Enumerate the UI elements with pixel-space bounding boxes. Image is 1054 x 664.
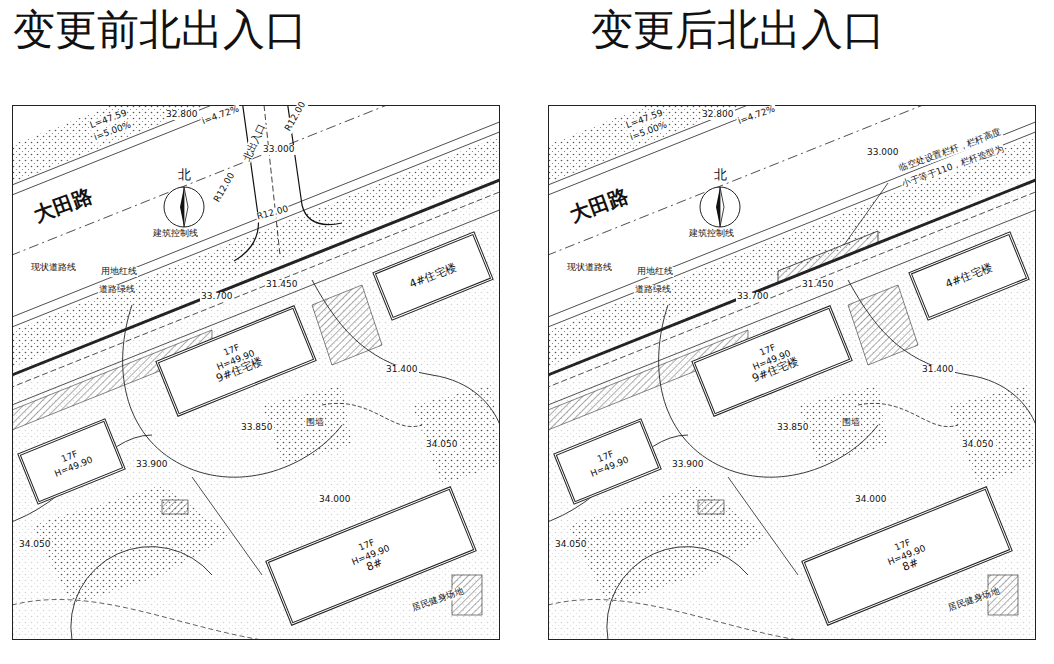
plan-annotation: 31.450 <box>265 280 299 290</box>
plan-annotation: 围墙 <box>841 418 861 428</box>
plan-annotation: 道路绿线 <box>98 285 136 295</box>
building-outline: 17FH=49.90 <box>17 418 126 505</box>
plan-annotation: 33.700 <box>200 292 234 302</box>
plan-annotation: 临空处设置栏杆，栏杆高度 <box>897 127 1004 174</box>
building-data: H=49.90 <box>350 543 391 568</box>
entrance-road <box>234 105 342 261</box>
plan-annotation: 33.700 <box>736 292 770 302</box>
plan-annotation: 33.900 <box>671 460 705 470</box>
plan-annotation: 居民健身场地 <box>946 586 1002 614</box>
plan-annotation: 道路绿线 <box>634 285 672 295</box>
building-outline: 4#住宅楼 <box>908 231 1029 320</box>
road-name: 大田路 <box>30 184 96 226</box>
plan-annotation: i=5.00% <box>628 120 670 143</box>
plan-panel: 变更后北出入口北17FH=49.909#住宅楼4#住宅楼17FH=49.9017… <box>548 105 1036 640</box>
plan-annotation: 现状道路线 <box>566 263 613 273</box>
plan-annotation: 34.000 <box>854 495 888 505</box>
plan-annotation: R12.00 <box>255 204 290 222</box>
building-outline: 17FH=49.909#住宅楼 <box>155 305 317 417</box>
building-outline: 17FH=49.90 <box>553 418 662 505</box>
building-name: 4#住宅楼 <box>944 261 994 291</box>
plan-annotation: 34.000 <box>318 495 352 505</box>
building-name: 8# <box>365 557 385 575</box>
road-name: 大田路 <box>566 184 632 226</box>
north-arrow: 北 <box>159 167 209 229</box>
plan-annotation: 用地红线 <box>636 267 674 277</box>
plan-annotation: 32.800 <box>701 110 735 120</box>
north-label: 北 <box>695 167 745 183</box>
building-data: 17F <box>59 448 78 464</box>
building-name: 4#住宅楼 <box>408 261 458 291</box>
building-outline: 17FH=49.908# <box>265 486 477 626</box>
leader-line <box>844 183 888 245</box>
plan-annotation: 31.400 <box>921 365 955 375</box>
plan-annotation: 33.000 <box>866 148 900 158</box>
building-data: H=49.90 <box>215 348 256 373</box>
plan-annotation: R12.00 <box>283 100 309 134</box>
plan-annotation: 33.900 <box>135 460 169 470</box>
plan-annotation: 现状道路线 <box>30 263 77 273</box>
panel-title: 变更后北出入口 <box>591 6 885 54</box>
plan-annotation: 31.450 <box>801 280 835 290</box>
building-data: H=49.90 <box>52 453 93 478</box>
plan-annotation: 34.050 <box>961 440 995 450</box>
compass-symbol <box>695 185 745 229</box>
plan-annotation: 32.800 <box>165 110 199 120</box>
plan-annotation: i=5.00% <box>92 120 134 143</box>
building-name: 9#住宅楼 <box>215 356 265 386</box>
panel-drawing <box>548 105 1036 640</box>
plan-annotation: 33.850 <box>776 423 810 433</box>
plan-annotation: 33.000 <box>262 145 296 155</box>
panel-drawing <box>12 105 500 640</box>
plan-annotation: 33.850 <box>240 423 274 433</box>
plan-annotation: 北出入口 <box>240 121 268 164</box>
plan-annotation: 31.400 <box>385 365 419 375</box>
building-data: 17F <box>758 342 777 358</box>
plan-annotation: 用地红线 <box>100 267 138 277</box>
plan-annotation: 建筑控制线 <box>688 229 735 239</box>
plan-annotation: 居民健身场地 <box>410 586 466 614</box>
building-data: 17F <box>595 448 614 464</box>
building-outline: 17FH=49.909#住宅楼 <box>691 305 853 417</box>
building-data: H=49.90 <box>751 348 792 373</box>
plan-panel: 变更前北出入口北17FH=49.909#住宅楼4#住宅楼17FH=49.9017… <box>12 105 500 640</box>
plan-annotation: 34.050 <box>554 540 588 550</box>
compass-symbol <box>159 185 209 229</box>
plan-annotation: 34.050 <box>18 540 52 550</box>
plan-annotation: 建筑控制线 <box>152 229 199 239</box>
building-data: 17F <box>222 342 241 358</box>
north-label: 北 <box>159 167 209 183</box>
building-outline: 4#住宅楼 <box>372 231 493 320</box>
building-outline: 17FH=49.908# <box>801 486 1013 626</box>
plan-annotation: L=47.59 <box>88 108 129 131</box>
panel-title: 变更前北出入口 <box>13 6 307 54</box>
building-data: 17F <box>893 537 912 553</box>
building-name: 8# <box>901 557 921 575</box>
building-name: 9#住宅楼 <box>751 356 801 386</box>
railing <box>778 231 878 283</box>
building-data: H=49.90 <box>588 453 629 478</box>
building-data: H=49.90 <box>886 543 927 568</box>
building-data: 17F <box>357 537 376 553</box>
plan-annotation: 围墙 <box>305 418 325 428</box>
plan-annotation: i=4.72% <box>736 104 778 127</box>
plan-annotation: 小于等于110，栏杆造型为 <box>900 144 1006 191</box>
plan-annotation: L=47.59 <box>624 108 665 131</box>
plan-annotation: i=4.72% <box>200 104 242 127</box>
plan-annotation: 34.050 <box>425 440 459 450</box>
plan-annotation: R12.00 <box>212 171 238 205</box>
north-arrow: 北 <box>695 167 745 229</box>
